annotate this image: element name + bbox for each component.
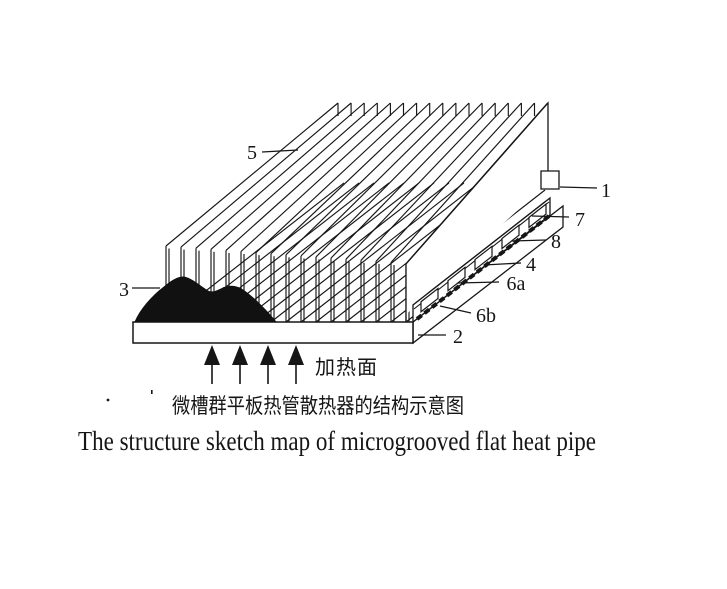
heat-arrow-head [232, 345, 248, 365]
scan-speck [151, 390, 153, 394]
part-label-8: 8 [551, 231, 561, 253]
leader-8 [511, 239, 547, 242]
leader-5 [261, 149, 299, 153]
heating-surface-label: 加热面 [315, 356, 377, 379]
part-label-2: 2 [453, 326, 463, 348]
solder-blob [134, 276, 278, 323]
part-label-7: 7 [575, 209, 585, 231]
part-label-6b: 6b [476, 305, 496, 327]
rail-window [474, 245, 493, 271]
part-labels: 5 3 1 7 8 4 6a 6b 2 [119, 142, 611, 348]
part-label-1: 1 [601, 180, 611, 202]
leader-1 [559, 186, 598, 189]
rail-window [501, 223, 520, 250]
heat-arrow-head [288, 345, 304, 365]
heat-arrow-head [204, 345, 220, 365]
part-label-6a: 6a [507, 273, 526, 295]
heat-arrow-head [260, 345, 276, 365]
heat-arrows [204, 345, 304, 384]
scan-speck [106, 398, 110, 402]
part-label-3: 3 [119, 279, 129, 301]
part-label-4: 4 [526, 254, 536, 276]
end-fin-face [406, 103, 548, 322]
rail-window [447, 266, 466, 292]
leader-6a [457, 281, 500, 284]
leader-6b [439, 305, 472, 314]
rail-window [420, 287, 439, 313]
side-rail [412, 196, 551, 324]
end-fin-edges [405, 101, 549, 322]
part-label-5: 5 [247, 142, 257, 164]
leader-4 [483, 262, 522, 266]
base-plate-front [132, 321, 414, 344]
leader-lines [132, 149, 598, 336]
caption-english: The structure sketch map of microgrooved… [78, 426, 596, 456]
leader-7 [531, 215, 570, 218]
end-cap [540, 170, 560, 190]
caption-chinese: 微槽群平板热管散热器的结构示意图 [172, 394, 464, 418]
